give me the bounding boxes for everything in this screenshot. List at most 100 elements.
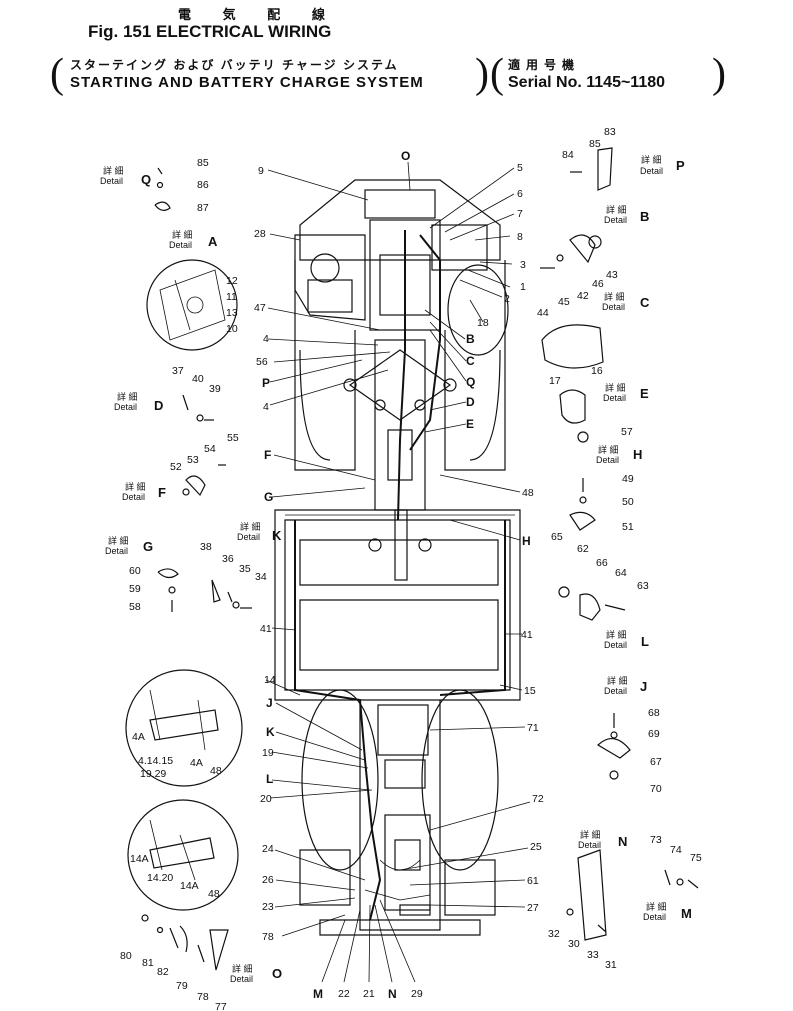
detail-14a-circle [127, 799, 239, 911]
callout-41-left: 41 [260, 623, 272, 635]
callout-p: P [262, 376, 270, 390]
callout-34: 34 [255, 571, 267, 583]
callout-14a-right: 14A [180, 880, 199, 892]
svg-text:D: D [154, 398, 163, 413]
callout-21: 21 [363, 988, 375, 1000]
callout-56: 56 [256, 356, 268, 368]
svg-text:詳 細: 詳 細 [172, 229, 193, 240]
callout-66: 66 [596, 557, 608, 569]
svg-text:Q: Q [141, 172, 151, 187]
svg-text:詳 細: 詳 細 [604, 291, 625, 302]
svg-text:詳 細: 詳 細 [108, 535, 129, 546]
detail-4a-circle [125, 669, 243, 787]
svg-text:詳 細: 詳 細 [232, 963, 253, 974]
callout-57: 57 [621, 426, 633, 438]
callout-62: 62 [577, 543, 589, 555]
svg-text:Detail: Detail [237, 532, 260, 542]
callout-14.20: 14.20 [147, 872, 173, 884]
svg-text:詳 細: 詳 細 [607, 675, 628, 686]
svg-text:詳 細: 詳 細 [606, 629, 627, 640]
callout-40: 40 [192, 373, 204, 385]
callout-k: K [266, 725, 275, 739]
callout-64: 64 [615, 567, 627, 579]
svg-text:E: E [640, 386, 649, 401]
callout-41-right: 41 [521, 629, 533, 641]
subtitle-open-paren: ( [50, 51, 64, 97]
callout-58: 58 [129, 601, 141, 613]
callout-83: 83 [604, 126, 616, 138]
callout-49: 49 [622, 473, 634, 485]
svg-text:O: O [272, 966, 282, 981]
japanese-title: 電 気 配 線 [178, 7, 339, 22]
callout-69: 69 [648, 728, 660, 740]
svg-text:Detail: Detail [169, 240, 192, 250]
svg-text:M: M [681, 906, 692, 921]
callout-52: 52 [170, 461, 182, 473]
machine-outline [274, 179, 521, 936]
svg-text:詳 細: 詳 細 [646, 901, 667, 912]
callout-60: 60 [129, 565, 141, 577]
callout-15: 15 [524, 685, 536, 697]
svg-text:詳 細: 詳 細 [641, 154, 662, 165]
callout-19.29: 19.29 [140, 768, 166, 780]
callout-72: 72 [532, 793, 544, 805]
callout-4a-left: 4A [132, 731, 145, 743]
callout-22: 22 [338, 988, 350, 1000]
callout-12: 12 [226, 275, 238, 287]
callout-c: C [466, 354, 475, 368]
callout-13: 13 [226, 307, 238, 319]
callout-61: 61 [527, 875, 539, 887]
callout-17: 17 [549, 375, 561, 387]
callout-j: J [266, 696, 273, 710]
callout-h: H [522, 534, 531, 548]
svg-text:Detail: Detail [604, 640, 627, 650]
callout-85-p: 85 [589, 138, 601, 150]
serial-close-paren: ) [712, 51, 726, 97]
callout-10: 10 [226, 323, 238, 335]
subtitle: STARTING AND BATTERY CHARGE SYSTEM [70, 74, 424, 91]
callout-4-lower: 4 [263, 401, 269, 413]
callout-14a-left: 14A [130, 853, 149, 865]
callout-o: O [401, 149, 410, 163]
callout-m: M [313, 987, 323, 1001]
callout-d: D [466, 395, 475, 409]
part-sketches [141, 147, 699, 971]
callout-44: 44 [537, 307, 549, 319]
callout-28: 28 [254, 228, 266, 240]
svg-text:J: J [640, 679, 647, 694]
detail-a-circle [146, 259, 238, 351]
callout-g: G [264, 490, 273, 504]
callout-67: 67 [650, 756, 662, 768]
callout-e: E [466, 417, 474, 431]
callout-53: 53 [187, 454, 199, 466]
svg-text:詳 細: 詳 細 [125, 481, 146, 492]
callout-labels: 85 86 87 9 O 5 6 7 8 3 1 2 28 12 11 13 1… [120, 126, 702, 1011]
figure-title: Fig. 151 ELECTRICAL WIRING [88, 22, 332, 41]
callout-48: 48 [522, 487, 534, 499]
callout-75: 75 [690, 852, 702, 864]
callout-77: 77 [215, 1001, 227, 1011]
callout-51: 51 [622, 521, 634, 533]
callout-74: 74 [670, 844, 682, 856]
callout-43: 43 [606, 269, 618, 281]
callout-32: 32 [548, 928, 560, 940]
serial-number: Serial No. 1145~1180 [508, 74, 666, 91]
callout-29: 29 [411, 988, 423, 1000]
callout-37: 37 [172, 365, 184, 377]
callout-1: 1 [520, 281, 526, 293]
callout-9: 9 [258, 165, 264, 177]
callout-59: 59 [129, 583, 141, 595]
callout-47: 47 [254, 302, 266, 314]
callout-18: 18 [477, 317, 489, 329]
svg-text:詳 細: 詳 細 [605, 382, 626, 393]
callout-82: 82 [157, 966, 169, 978]
callout-42: 42 [577, 290, 589, 302]
callout-16: 16 [591, 365, 603, 377]
callout-38: 38 [200, 541, 212, 553]
